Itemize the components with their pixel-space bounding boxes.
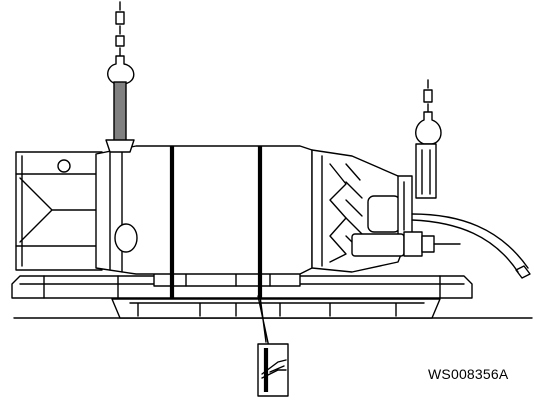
- cutter-tool-icon: [261, 359, 287, 379]
- engine-intake: [15, 151, 103, 271]
- front-lift-hook-icon: [107, 55, 135, 85]
- inspection-port-icon: [114, 223, 138, 253]
- engine-exhaust: [367, 175, 413, 237]
- rear-lift-hook-icon: [415, 111, 442, 145]
- transport-frame-lower: [111, 298, 441, 319]
- detail-callout-leader: [257, 295, 271, 353]
- engine-stand: [11, 275, 473, 299]
- figure-reference-code: WS008356A: [428, 366, 509, 382]
- hose-lines: [351, 213, 531, 279]
- front-lift-chain: [105, 1, 135, 153]
- strap-bands: [169, 146, 263, 298]
- front-lift-sling: [113, 81, 127, 143]
- rear-lift-chain: [415, 79, 442, 199]
- intake-port-icon: [57, 159, 71, 173]
- detail-inset: [257, 343, 289, 397]
- engine-fan-case: [95, 145, 313, 275]
